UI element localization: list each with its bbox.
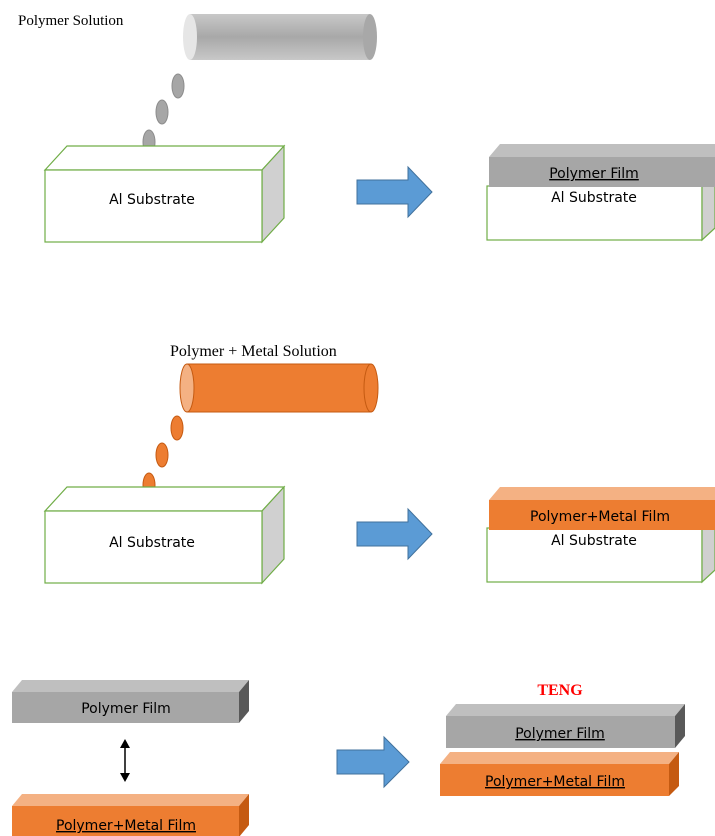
- process-arrow-1: [356, 165, 433, 219]
- teng-polymer-metal-film: [440, 752, 679, 796]
- polymer-film-on-substrate-result: [486, 144, 715, 242]
- al-substrate-result-label-1: Al Substrate: [551, 190, 637, 206]
- separate-polymer-metal-film: [12, 794, 249, 836]
- al-substrate-label-2: Al Substrate: [109, 535, 195, 551]
- bottom-film-label: Polymer+Metal Film: [56, 818, 196, 834]
- polymer-metal-solution-label: Polymer + Metal Solution: [170, 343, 337, 360]
- separate-polymer-film: [12, 680, 249, 723]
- top-film-label: Polymer Film: [81, 701, 171, 717]
- teng-label: TENG: [537, 682, 583, 699]
- polymer-solution-label: Polymer Solution: [18, 13, 124, 29]
- contact-separation-arrow: [120, 739, 130, 782]
- al-substrate-block-2: [43, 485, 286, 585]
- al-substrate-label-1: Al Substrate: [109, 192, 195, 208]
- al-substrate-block-1: [43, 144, 286, 244]
- process-arrow-3: [336, 735, 410, 789]
- process-arrow-2: [356, 507, 433, 561]
- polymer-film-label-1: Polymer Film: [549, 166, 639, 182]
- polymer-metal-droplets: [142, 415, 184, 498]
- teng-top-film-label: Polymer Film: [515, 726, 605, 742]
- al-substrate-result-label-2: Al Substrate: [551, 533, 637, 549]
- teng-bottom-film-label: Polymer+Metal Film: [485, 774, 625, 790]
- polymer-solution-cylinder: [183, 14, 377, 60]
- polymer-metal-film-on-substrate-result: [486, 487, 715, 584]
- teng-polymer-film: [446, 704, 685, 748]
- polymer-metal-film-label-1: Polymer+Metal Film: [530, 509, 670, 525]
- polymer-metal-solution-cylinder: [179, 363, 379, 413]
- polymer-droplets: [142, 73, 185, 155]
